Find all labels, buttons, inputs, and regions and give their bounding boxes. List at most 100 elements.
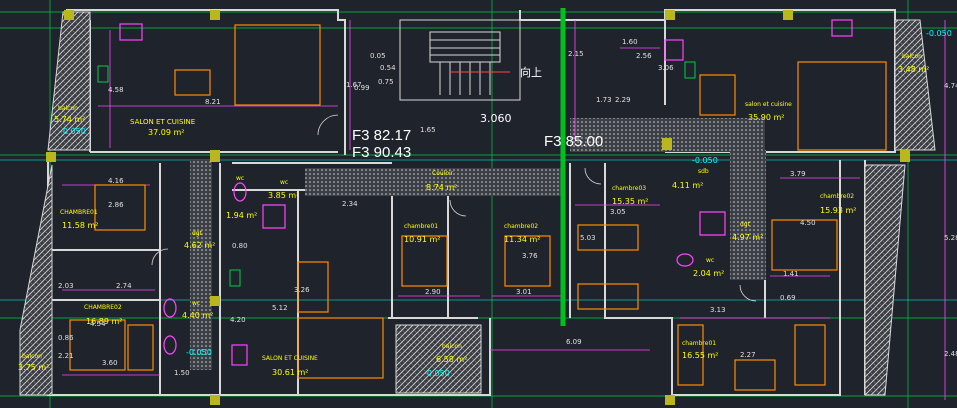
room-area: 4.97 m² — [732, 233, 763, 242]
dimension-lines — [62, 20, 946, 400]
kitchen-fixtures — [97, 61, 696, 287]
apt-right-total: F3 85.00 — [544, 133, 603, 150]
sofa — [234, 24, 321, 106]
room-name: sdb — [698, 168, 709, 175]
room-name: salon et cuisine — [745, 101, 792, 108]
room-area: 3.48 m² — [898, 65, 929, 74]
room-area: 5.74 m² — [54, 115, 85, 124]
stair-up-label: 向上 — [520, 65, 542, 79]
stair-level: 3.060 — [480, 112, 512, 125]
dimension-text: 8.21 4.58 4.16 2.86 2.03 2.74 4.54 0.86 … — [58, 38, 957, 377]
room-area: 37.09 m² — [148, 128, 184, 137]
room-area: 4.40 m² — [182, 311, 213, 320]
dim-label: 4.20 — [230, 316, 246, 324]
dim-label: 0.80 — [232, 242, 248, 250]
room-name: dgt — [740, 221, 751, 228]
room-area: 8.74 m² — [426, 183, 457, 192]
level-balcon-bottom: -0.050 — [424, 369, 450, 378]
dim-label: 2.27 — [740, 351, 756, 359]
room-name: chambre02 — [504, 223, 538, 230]
dim-label: 0.75 — [378, 78, 394, 86]
room-area: 10.91 m² — [404, 235, 440, 244]
level-sdb-right: -0.050 — [692, 156, 718, 165]
level-balcon-left: -0.050 — [60, 127, 86, 136]
sanitary-fixtures — [119, 19, 853, 366]
dim-label: 6.09 — [566, 338, 582, 346]
room-area: 4.11 m² — [672, 181, 703, 190]
room-name: chambre01 — [404, 223, 438, 230]
dim-label: 2.15 — [568, 50, 584, 58]
balconies — [19, 11, 936, 396]
stair — [399, 19, 521, 101]
dim-label: 0.54 — [380, 64, 396, 72]
dim-label: 3.06 — [658, 64, 674, 72]
columns — [46, 10, 910, 405]
room-name: wc — [236, 175, 244, 182]
dim-label: 1.65 — [420, 126, 436, 134]
room-area: 15.93 m² — [820, 206, 856, 215]
room-name: wc — [706, 257, 714, 264]
room-name: balcon — [442, 343, 462, 350]
dim-label: 1.50 — [174, 369, 190, 377]
dim-label: 3.26 — [294, 286, 310, 294]
dim-label: 4.50 — [800, 219, 816, 227]
level-balcon-top-right: -0.050 — [926, 29, 952, 38]
room-name: wc — [192, 300, 200, 307]
room-name: SALON ET CUISINE — [130, 118, 195, 126]
dim-label: 3.76 — [522, 252, 538, 260]
dim-label: 1.73 — [596, 96, 612, 104]
room-area: 4.62 m² — [184, 241, 215, 250]
room-name: balcon — [902, 53, 922, 60]
room-name: dgt — [192, 230, 203, 237]
room-name: Couloir — [432, 170, 454, 177]
room-name: CHAMBRE02 — [84, 304, 122, 311]
room-name: chambre03 — [612, 185, 646, 192]
dim-label: 3.60 — [102, 359, 118, 367]
dim-label: 5.03 — [580, 234, 596, 242]
dim-label: 2.86 — [108, 201, 124, 209]
apt-left-total-2: F3 90.43 — [352, 144, 411, 161]
dim-label: 0.05 — [370, 52, 386, 60]
door-swings — [151, 114, 757, 302]
dim-label: 4.16 — [108, 177, 124, 185]
room-name: chambre02 — [820, 193, 854, 200]
room-area: 30.61 m² — [272, 368, 308, 377]
level-dgt-left: -0.050 — [186, 348, 212, 357]
dim-label: 2.21 — [58, 352, 74, 360]
apartment-totals: F3 82.17 F3 90.43 F3 85.00 向上 3.060 — [352, 65, 603, 161]
room-labels: SALON ET CUISINE 37.09 m² balcon 5.74 m²… — [18, 53, 929, 377]
room-name: SALON ET CUISINE — [262, 355, 318, 362]
dim-label: 3.01 — [516, 288, 532, 296]
apt-left-total-1: F3 82.17 — [352, 127, 411, 144]
room-area: 15.35 m² — [612, 197, 648, 206]
dim-label: 1.60 — [622, 38, 638, 46]
dim-label: 4.58 — [108, 86, 124, 94]
dim-label: 0.99 — [354, 84, 370, 92]
dim-label: 1.41 — [783, 270, 799, 278]
level-markers: -0.050 -0.050 -0.050 -0.050 -0.050 — [60, 29, 952, 378]
room-area: 11.58 m² — [62, 221, 98, 230]
dim-label: 3.13 — [710, 306, 726, 314]
dim-label: 5.12 — [272, 304, 288, 312]
dim-label: 2.74 — [116, 282, 132, 290]
furniture — [69, 24, 887, 391]
room-area: 6.58 m² — [436, 355, 467, 364]
dim-label: 3.05 — [610, 208, 626, 216]
dim-label: 5.28 — [944, 234, 957, 242]
room-area: 3.85 m² — [268, 191, 299, 200]
dim-label: 2.90 — [425, 288, 441, 296]
dim-label: 0.86 — [58, 334, 74, 342]
room-name: balcon — [22, 353, 42, 360]
room-area: 35.90 m² — [748, 113, 784, 122]
room-area: 1.94 m² — [226, 211, 257, 220]
dim-label: 2.03 — [58, 282, 74, 290]
dim-label: 2.56 — [636, 52, 652, 60]
dim-label: 2.29 — [615, 96, 631, 104]
room-name: wc — [280, 179, 288, 186]
dim-label: 8.21 — [205, 98, 221, 106]
room-name: balcon — [58, 105, 78, 112]
dim-label: 4.74 — [944, 82, 957, 90]
room-name: chambre01 — [682, 340, 716, 347]
dim-label: 3.79 — [790, 170, 806, 178]
